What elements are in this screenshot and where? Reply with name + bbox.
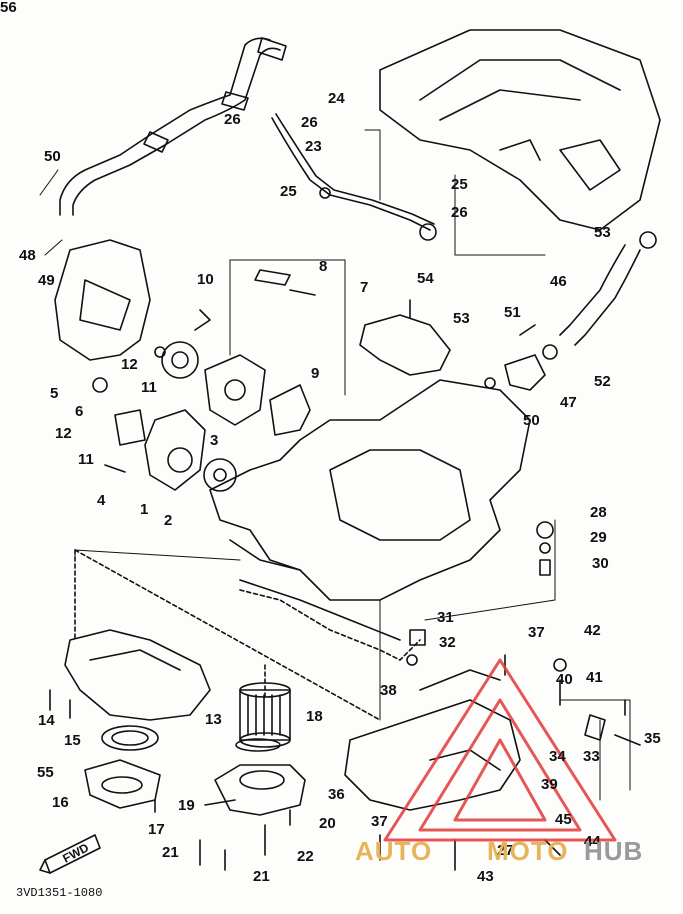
callout-52: 52: [594, 373, 611, 390]
callout-1: 1: [140, 501, 149, 518]
callout-13: 13: [205, 711, 222, 728]
callout-4: 4: [97, 492, 106, 509]
callout-24: 24: [328, 90, 345, 107]
callout-31: 31: [437, 609, 454, 626]
leader-lines: [39, 129, 631, 801]
oil-filter: [235, 682, 291, 752]
callout-23: 23: [305, 138, 322, 155]
callout-27: 27: [497, 842, 514, 859]
callout-42: 42: [584, 622, 601, 639]
callout-54: 54: [417, 270, 434, 287]
callout-46: 46: [550, 273, 567, 290]
callout-26: 26: [224, 111, 241, 128]
callout-45: 45: [555, 811, 572, 828]
callout-43: 43: [477, 868, 494, 885]
watermark-moto: MOTO: [487, 836, 569, 866]
callout-35: 35: [644, 730, 661, 747]
callout-48: 48: [19, 247, 36, 264]
callout-50: 50: [44, 148, 61, 165]
oil-pump-assembly: [92, 269, 316, 492]
callout-55: 55: [37, 764, 54, 781]
callout-5: 5: [50, 385, 59, 402]
callout-18: 18: [306, 708, 323, 725]
callout-50: 50: [523, 412, 540, 429]
callout-33: 33: [583, 748, 600, 765]
callout-21: 21: [162, 844, 179, 861]
callout-9: 9: [311, 365, 320, 382]
callout-25: 25: [280, 183, 297, 200]
callout-37: 37: [371, 813, 388, 830]
callout-19: 19: [178, 797, 195, 814]
callout-11: 11: [141, 379, 157, 396]
callout-34: 34: [549, 748, 566, 765]
callout-53: 53: [594, 224, 611, 241]
callout-36: 36: [328, 786, 345, 803]
watermark-auto: AUTO: [355, 836, 433, 866]
callout-20: 20: [319, 815, 336, 832]
callout-40: 40: [556, 671, 573, 688]
callout-12: 12: [55, 425, 72, 442]
callout-51: 51: [504, 304, 521, 321]
callout-47: 47: [560, 394, 577, 411]
callout-30: 30: [592, 555, 609, 572]
diagram-code: 3VD1351-1080: [16, 886, 103, 900]
watermark-triangles: [383, 658, 617, 842]
oil-pan-assembly: [49, 629, 211, 813]
callout-6: 6: [75, 403, 84, 420]
callout-26: 26: [451, 204, 468, 221]
left-case-cover: [54, 239, 151, 361]
callout-41: 41: [586, 669, 603, 686]
callout-38: 38: [380, 682, 397, 699]
callout-44: 44: [584, 833, 601, 850]
callout-14: 14: [38, 712, 55, 729]
callout-49: 49: [38, 272, 55, 289]
callout-39: 39: [541, 776, 558, 793]
callout-53: 53: [453, 310, 470, 327]
callout-10: 10: [197, 271, 214, 288]
oil-hose: [59, 37, 287, 216]
callout-11: 11: [78, 451, 94, 468]
watermark-hub: HUB: [584, 836, 644, 866]
callout-56: 56: [0, 0, 17, 16]
callout-16: 16: [52, 794, 69, 811]
callout-8: 8: [319, 258, 328, 275]
callout-7: 7: [360, 279, 369, 296]
callout-12: 12: [121, 356, 138, 373]
oil-delivery-pipe: [271, 113, 437, 241]
callout-28: 28: [590, 504, 607, 521]
callout-37: 37: [528, 624, 545, 641]
callout-22: 22: [297, 848, 314, 865]
filter-housing: [199, 764, 306, 871]
callout-15: 15: [64, 732, 81, 749]
callout-3: 3: [210, 432, 219, 449]
callout-26: 26: [301, 114, 318, 131]
fwd-arrow: [39, 834, 101, 874]
callout-29: 29: [590, 529, 607, 546]
callout-21: 21: [253, 868, 270, 885]
callout-2: 2: [164, 512, 173, 529]
callout-17: 17: [148, 821, 165, 838]
engine-block-upper: [379, 29, 661, 231]
right-upper-parts: [359, 231, 657, 391]
callout-25: 25: [451, 176, 468, 193]
callout-32: 32: [439, 634, 456, 651]
engine-block-middle: [209, 379, 531, 641]
